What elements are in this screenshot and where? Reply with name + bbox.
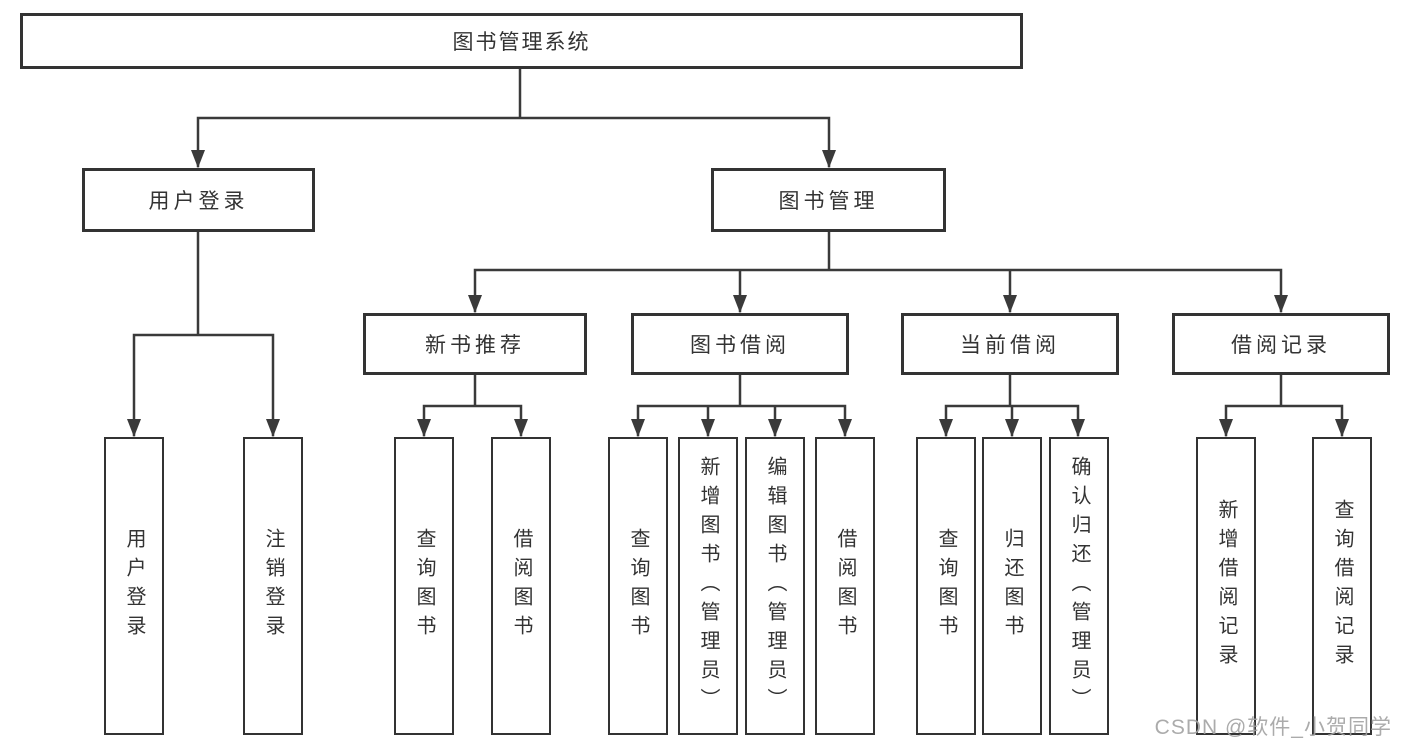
leaf-label: 查询借阅记录 [1331,499,1353,673]
leaf-query-books: 查询图书 [608,437,668,735]
leaf-label: 归还图书 [1001,528,1023,644]
node-label: 当前借阅 [960,334,1060,357]
node-book-borrowing: 图书借阅 [631,313,849,375]
leaf-borrow-books: 借阅图书 [815,437,875,735]
leaf-add-books-admin: 新增图书（管理员） [678,437,738,735]
leaf-confirm-return-admin: 确认归还（管理员） [1049,437,1109,735]
leaf-borrow-books: 借阅图书 [491,437,551,735]
node-book-management: 图书管理 [711,168,946,232]
node-label: 图书借阅 [690,334,790,357]
leaf-label: 借阅图书 [834,528,856,644]
leaf-label: 查询图书 [627,528,649,644]
leaf-label: 借阅图书 [510,528,532,644]
node-label: 图书管理 [778,190,879,213]
leaf-return-books: 归还图书 [982,437,1042,735]
leaf-label: 用户登录 [123,528,145,644]
node-label: 图书管理系统 [452,31,591,54]
leaf-label: 编辑图书（管理员） [764,455,786,717]
node-current-borrowing: 当前借阅 [901,313,1119,375]
leaf-label: 新增借阅记录 [1215,499,1237,673]
leaf-label: 注销登录 [262,528,284,644]
leaf-label: 新增图书（管理员） [697,455,719,717]
leaf-label: 查询图书 [413,528,435,644]
leaf-edit-books-admin: 编辑图书（管理员） [745,437,805,735]
node-new-book-recommendation: 新书推荐 [363,313,587,375]
leaf-query-borrow-record: 查询借阅记录 [1312,437,1372,735]
node-label: 借阅记录 [1231,334,1331,357]
leaf-label: 查询图书 [935,528,957,644]
node-label: 新书推荐 [425,334,525,357]
leaf-user-login: 用户登录 [104,437,164,735]
node-label: 用户登录 [148,190,249,213]
leaf-query-books: 查询图书 [916,437,976,735]
leaf-query-books: 查询图书 [394,437,454,735]
watermark: CSDN @软件_小贺同学 [1154,716,1392,739]
node-library-management-system: 图书管理系统 [20,13,1023,69]
node-user-login: 用户登录 [82,168,315,232]
node-borrowing-records: 借阅记录 [1172,313,1390,375]
leaf-label: 确认归还（管理员） [1068,455,1090,717]
leaf-logout: 注销登录 [243,437,303,735]
leaf-add-borrow-record: 新增借阅记录 [1196,437,1256,735]
